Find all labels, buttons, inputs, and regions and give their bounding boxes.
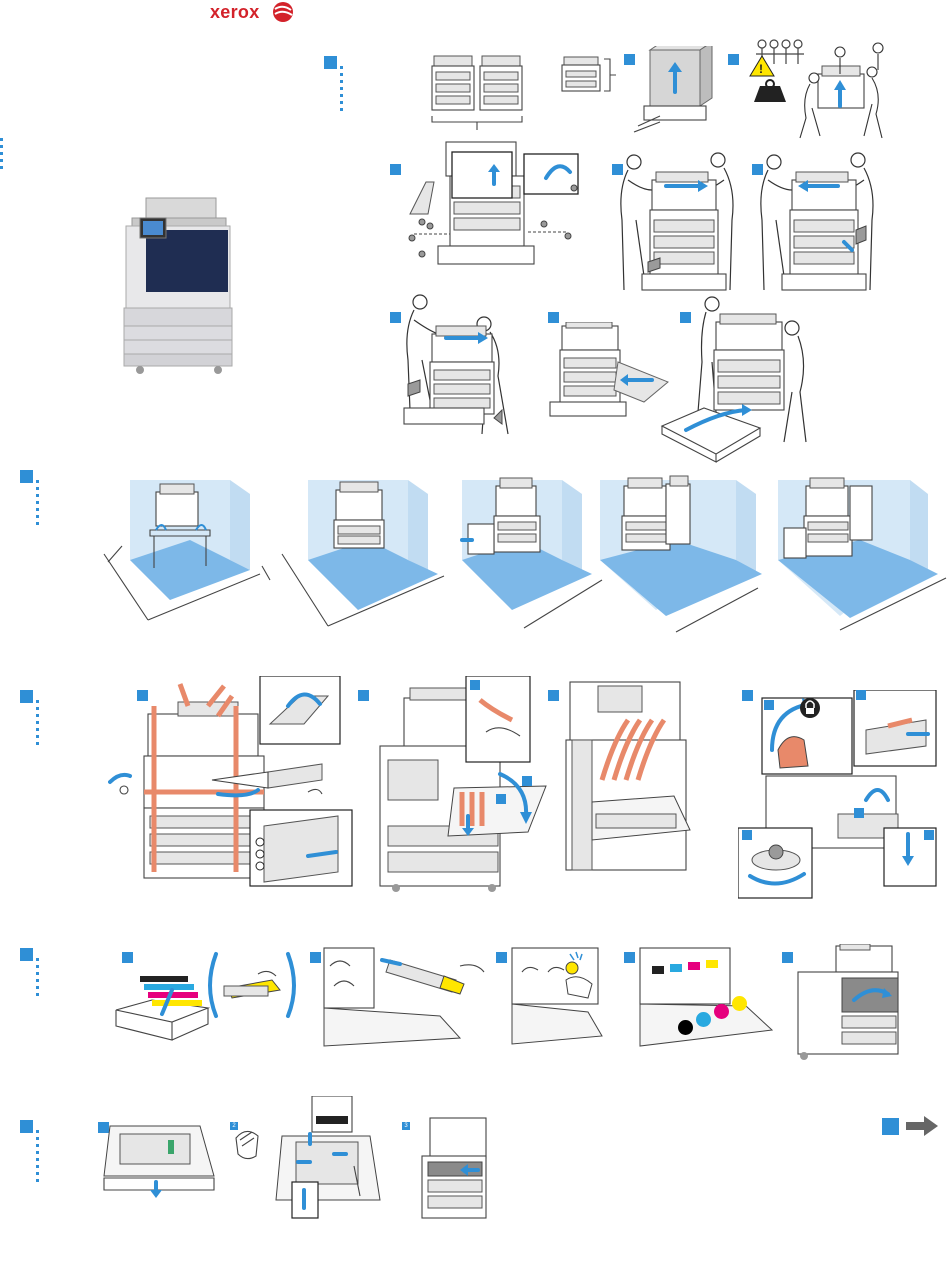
open-paper-tray-image bbox=[100, 1116, 218, 1198]
section-marker-remove-packing bbox=[20, 690, 33, 703]
xerox-logo-text: xerox bbox=[210, 2, 260, 23]
toner-dot-magenta bbox=[714, 1004, 729, 1019]
remove-base-sheet-image bbox=[548, 322, 678, 422]
remove-toner-tape-image bbox=[562, 680, 692, 876]
small-printer-image bbox=[560, 55, 620, 95]
section-dots-unpack bbox=[340, 66, 343, 115]
load-paper-image bbox=[230, 1096, 386, 1222]
clearance-diagram-5 bbox=[770, 470, 948, 635]
svg-text:!: ! bbox=[759, 62, 763, 76]
step-badge: 3 bbox=[402, 1122, 410, 1130]
step-badge bbox=[548, 690, 559, 701]
open-front-door-image bbox=[376, 676, 556, 894]
remove-tape-image bbox=[108, 676, 354, 888]
arrow-right-icon[interactable] bbox=[906, 1116, 938, 1136]
next-page-marker bbox=[882, 1118, 899, 1135]
section-marker-placement bbox=[20, 470, 33, 483]
clearance-diagram-1 bbox=[100, 470, 280, 635]
toner-dot-black bbox=[678, 1020, 693, 1035]
push-toner-image bbox=[508, 946, 608, 1056]
toner-dot-cyan bbox=[696, 1012, 711, 1027]
section-dots-remove-packing bbox=[36, 700, 39, 749]
two-person-lift-side-image bbox=[752, 150, 882, 295]
unlock-drum-image bbox=[738, 690, 938, 900]
section-marker-unpack bbox=[324, 56, 337, 69]
close-front-door-image bbox=[792, 944, 902, 1062]
section-marker-toner bbox=[20, 948, 33, 961]
insert-toner-image bbox=[320, 946, 490, 1056]
close-paper-tray-image bbox=[418, 1116, 488, 1222]
remove-brackets-image bbox=[398, 138, 588, 273]
section-dots-toner bbox=[36, 958, 39, 1000]
section-dots-intro bbox=[0, 138, 3, 173]
printer-models-image bbox=[428, 52, 528, 132]
two-person-lift-front-image bbox=[612, 150, 742, 295]
clearance-diagram-2 bbox=[278, 470, 458, 635]
four-person-lift-image: ! bbox=[732, 38, 892, 143]
section-dots-placement bbox=[36, 480, 39, 529]
printer-overview-image bbox=[118, 190, 238, 375]
section-dots-paper bbox=[36, 1130, 39, 1186]
lift-off-pallet-image bbox=[398, 290, 528, 438]
step-badge bbox=[358, 690, 369, 701]
shake-toner-image bbox=[112, 946, 302, 1042]
lift-box-image bbox=[630, 46, 720, 136]
step-badge bbox=[624, 952, 635, 963]
clearance-diagram-4 bbox=[596, 470, 776, 635]
section-marker-paper bbox=[20, 1120, 33, 1133]
move-to-location-image bbox=[660, 292, 820, 464]
step-badge bbox=[496, 952, 507, 963]
xerox-logo-icon bbox=[270, 0, 296, 29]
toner-positions-image bbox=[636, 946, 776, 1056]
toner-dot-yellow bbox=[732, 996, 747, 1011]
